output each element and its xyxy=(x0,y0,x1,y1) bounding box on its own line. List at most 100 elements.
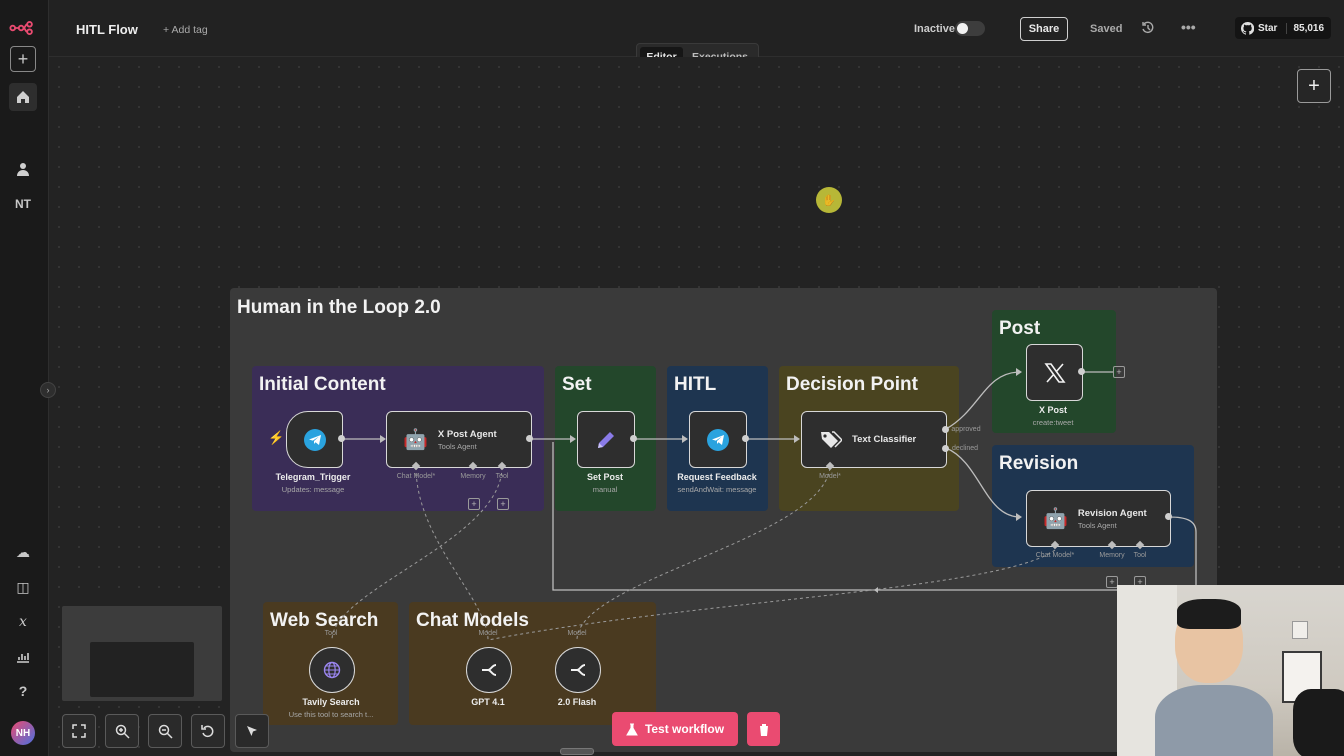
star-label: Star xyxy=(1258,22,1278,34)
zoom-out-button[interactable] xyxy=(148,714,182,748)
add-after-x-post-button[interactable]: + xyxy=(1113,366,1125,378)
port-label: Memory xyxy=(1099,552,1125,559)
add-node-button[interactable]: + xyxy=(1297,69,1331,103)
templates-icon[interactable]: ◫ xyxy=(16,578,30,595)
connection-gpt-revision xyxy=(487,549,1056,641)
saved-status: Saved xyxy=(1090,23,1123,35)
node-x-post[interactable] xyxy=(1026,344,1083,401)
node-gpt41[interactable] xyxy=(466,647,512,693)
workflow-title[interactable]: HITL Flow xyxy=(76,22,138,37)
sticky-title: Chat Models xyxy=(416,610,529,631)
share-button[interactable]: Share xyxy=(1020,17,1068,41)
trigger-bolt-icon: ⚡ xyxy=(268,430,285,445)
microphone xyxy=(1293,689,1344,756)
add-memory-button[interactable]: + xyxy=(1106,576,1118,588)
fit-view-button[interactable] xyxy=(62,714,96,748)
node-label: Tavily Search xyxy=(302,697,360,707)
trash-icon xyxy=(758,723,769,736)
sticky-title: Post xyxy=(999,318,1041,339)
minimap-viewport xyxy=(90,642,194,697)
history-icon[interactable] xyxy=(1141,21,1155,40)
panel-resize-handle[interactable] xyxy=(560,748,594,755)
test-workflow-label: Test workflow xyxy=(644,722,725,736)
node-label: GPT 4.1 xyxy=(471,697,505,707)
globe-icon xyxy=(323,661,341,679)
test-workflow-button[interactable]: Test workflow xyxy=(612,712,738,746)
github-icon xyxy=(1241,21,1254,35)
node-telegram-trigger[interactable] xyxy=(286,411,343,468)
help-icon[interactable]: ? xyxy=(18,683,28,699)
node-label: X Post xyxy=(1038,405,1068,415)
node-sub: create:tweet xyxy=(1032,418,1074,427)
node-x-post-agent[interactable]: 🤖 X Post Agent Tools Agent xyxy=(386,411,532,468)
select-tool-button[interactable] xyxy=(235,714,269,748)
node-label: Revision Agent xyxy=(1077,507,1147,519)
node-sub: Tools Agent xyxy=(1077,520,1117,530)
more-options-icon[interactable]: ••• xyxy=(1181,19,1196,35)
add-tag-link[interactable]: + Add tag xyxy=(163,24,208,36)
person-hair xyxy=(1177,599,1241,629)
sidebar: + NT ☁ ◫ x ? NH xyxy=(0,0,49,756)
reset-zoom-button[interactable] xyxy=(191,714,225,748)
minimap[interactable] xyxy=(62,606,222,701)
node-text-classifier[interactable]: Text Classifier xyxy=(801,411,947,468)
pencil-icon xyxy=(598,431,614,448)
flask-icon xyxy=(626,723,638,735)
node-set-post[interactable] xyxy=(577,411,635,468)
avatar[interactable]: NH xyxy=(11,721,35,745)
delete-button[interactable] xyxy=(747,712,780,746)
sticky-title: Set xyxy=(562,374,592,395)
node-request-feedback[interactable] xyxy=(689,411,747,468)
user-icon[interactable] xyxy=(9,155,37,183)
pointer-icon xyxy=(247,726,257,736)
sticky-title: Decision Point xyxy=(786,374,918,395)
node-sub: Tools Agent xyxy=(437,441,477,451)
add-tool-button[interactable]: + xyxy=(497,498,509,510)
zoom-in-button[interactable] xyxy=(105,714,139,748)
port-label-declined: declined xyxy=(951,445,979,452)
n8n-logo-icon[interactable] xyxy=(9,14,37,42)
chevron-right-icon[interactable]: › xyxy=(40,382,56,398)
zoom-out-icon xyxy=(158,724,173,739)
port-label-approved: approved xyxy=(951,426,981,433)
github-star-button[interactable]: Star 85,016 xyxy=(1235,17,1331,39)
connection-revision-loop xyxy=(552,442,1197,591)
sticky-title: HITL xyxy=(674,374,717,395)
sticky-title: Web Search xyxy=(270,610,379,631)
robot-icon: 🤖 xyxy=(1043,508,1068,530)
connection-flash-classifier xyxy=(576,467,831,641)
connection-approved xyxy=(945,371,1021,430)
port-label: Model xyxy=(478,630,498,637)
person-shirt xyxy=(1155,685,1273,756)
port-label: Chat Model* xyxy=(1035,552,1075,559)
sticky-title: Revision xyxy=(999,453,1079,474)
node-label: Set Post xyxy=(586,472,624,482)
node-flash[interactable] xyxy=(555,647,601,693)
home-icon[interactable] xyxy=(9,83,37,111)
active-toggle[interactable] xyxy=(955,21,985,36)
insights-icon[interactable] xyxy=(9,643,37,671)
zoom-in-icon xyxy=(115,724,130,739)
node-tavily-search[interactable] xyxy=(309,647,355,693)
project-nt[interactable]: NT xyxy=(15,197,31,211)
add-memory-button[interactable]: + xyxy=(468,498,480,510)
cloud-icon[interactable]: ☁ xyxy=(16,543,30,560)
connection-tavily-tool xyxy=(331,466,503,641)
port-label: Chat Model* xyxy=(396,473,436,480)
port-label: Tool xyxy=(324,630,338,637)
sticky-chat-models[interactable]: Chat Models xyxy=(409,602,656,725)
node-sub: Updates: message xyxy=(281,485,345,494)
fit-view-icon xyxy=(72,724,86,738)
active-status-label: Inactive xyxy=(914,23,955,35)
node-sub: sendAndWait: message xyxy=(677,485,757,494)
wall-outlet xyxy=(1292,621,1308,639)
node-revision-agent[interactable]: 🤖 Revision Agent Tools Agent xyxy=(1026,490,1171,547)
port-label: Model xyxy=(567,630,587,637)
add-workflow-button[interactable]: + xyxy=(10,46,36,72)
openrouter-icon xyxy=(571,664,586,676)
group-title: Human in the Loop 2.0 xyxy=(237,297,441,318)
variables-icon[interactable]: x xyxy=(19,614,27,630)
node-label: Request Feedback xyxy=(677,472,757,482)
node-label: Text Classifier xyxy=(852,434,917,445)
